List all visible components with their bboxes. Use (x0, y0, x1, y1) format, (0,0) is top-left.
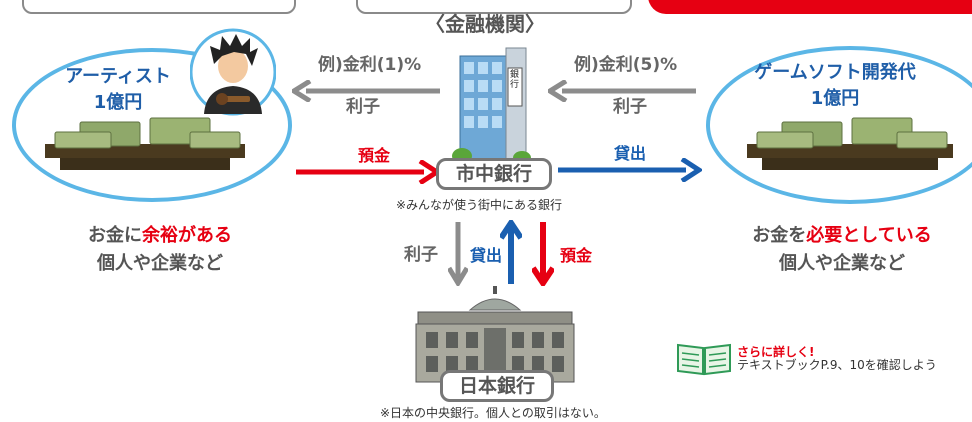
top-tab-red (648, 0, 972, 14)
interest-arrow-right (548, 80, 696, 102)
artist-avatar (190, 28, 276, 116)
deposit-down-label: 預金 (560, 246, 593, 265)
city-bank-building (452, 47, 531, 167)
right-desc-line2: 個人や企業など (779, 253, 905, 274)
interest-arrow-down (448, 222, 468, 286)
right-money-stacks (747, 117, 953, 170)
loan-up-label: 貸出 (470, 246, 503, 265)
right-rate-label: 例)金利(5)% (574, 55, 678, 75)
central-bank-label: 日本銀行 (440, 370, 554, 402)
right-party-amount: 1億円 (810, 88, 860, 109)
city-bank-sign: 銀行 (510, 70, 520, 90)
left-desc-emphasis: 余裕がある (142, 225, 232, 246)
right-party-description: お金を必要としている 個人や企業など (712, 222, 972, 278)
deposit-arrow-down (532, 222, 554, 286)
city-bank-label: 市中銀行 (436, 158, 552, 190)
interest-arrow-left (292, 80, 440, 102)
loan-label-right: 貸出 (614, 144, 647, 163)
central-bank-note: ※日本の中央銀行。個人との取引はない。 (380, 406, 606, 420)
interest-down-label: 利子 (404, 245, 438, 265)
left-rate-label: 例)金利(1)% (318, 55, 422, 75)
left-desc-prefix: お金に (88, 225, 142, 246)
right-party-title: ゲームソフト開発代 1億円 (730, 60, 940, 112)
book-icon (677, 343, 731, 376)
more-details-text: テキストブックP.9、10を確認しよう (737, 358, 937, 372)
left-party-name: アーティスト (65, 66, 171, 87)
more-details-title: さらに詳しく! (737, 345, 815, 359)
left-party-description: お金に余裕がある 個人や企業など (40, 222, 280, 278)
top-tab-middle (356, 0, 632, 14)
left-party-amount: 1億円 (93, 92, 143, 113)
right-party-name: ゲームソフト開発代 (754, 62, 916, 83)
left-desc-line1: お金に余裕がある (40, 222, 280, 250)
loan-arrow-from-bank (558, 158, 702, 182)
right-interest-label: 利子 (613, 97, 647, 117)
right-desc-line1: お金を必要としている (712, 222, 972, 250)
right-desc-emphasis: 必要としている (806, 225, 932, 246)
city-bank-note: ※みんなが使う街中にある銀行 (396, 198, 563, 212)
left-desc-line2: 個人や企業など (97, 253, 223, 274)
left-money-stacks (45, 117, 245, 170)
left-interest-label: 利子 (346, 97, 380, 117)
left-party-title: アーティスト 1億円 (48, 64, 188, 116)
deposit-label-left: 預金 (358, 146, 391, 165)
top-tab-left (22, 0, 296, 14)
loan-arrow-up (500, 220, 522, 284)
right-desc-prefix: お金を (752, 225, 807, 246)
right-party-circle (706, 46, 972, 204)
heading-financial-institution: 〈金融機関〉 (425, 12, 545, 36)
